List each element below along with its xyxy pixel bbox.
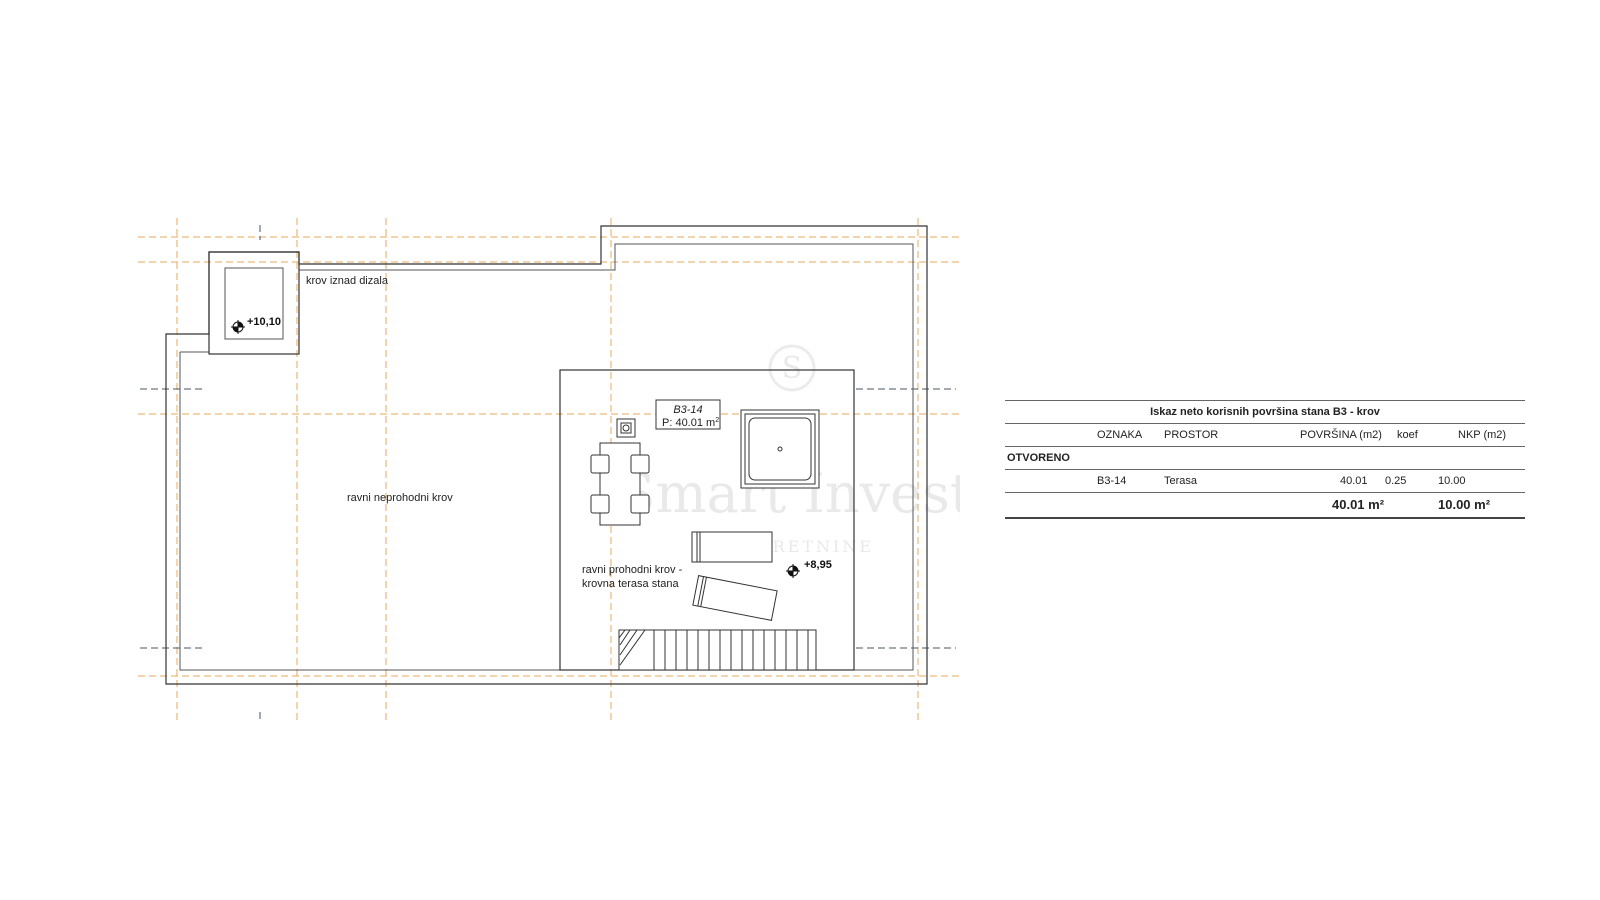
grid-axes	[138, 218, 960, 722]
elevation-lift: +10,10	[247, 316, 281, 328]
room-tag-area-sup: 2	[715, 417, 719, 424]
centerlines	[140, 225, 956, 722]
room-tag-code: B3-14	[673, 404, 702, 416]
room-tag-area: P: 40.01 m	[662, 417, 715, 429]
label-terrace-line1: ravni prohodni krov -	[582, 564, 683, 576]
floor-plan: S Smart Invest NEKRETNINE	[138, 218, 960, 722]
table-title: Iskaz neto korisnih površina stana B3 - …	[1150, 406, 1380, 418]
cell-prostor: Terasa	[1164, 475, 1198, 487]
lamp-fixture	[616, 418, 636, 438]
area-table: Iskaz neto korisnih površina stana B3 - …	[1005, 400, 1525, 519]
sun-lounger	[691, 531, 773, 563]
table-title-row: Iskaz neto korisnih površina stana B3 - …	[1005, 400, 1525, 424]
header-koef: koef	[1397, 429, 1418, 441]
header-nkp: NKP (m2)	[1458, 429, 1507, 441]
table-row: B3-14 Terasa 40.01 0.25 10.00	[1005, 470, 1525, 493]
cell-nkp: 10.00	[1438, 475, 1466, 487]
sun-lounger	[692, 575, 778, 621]
elevation-terrace: +8,95	[804, 559, 832, 571]
room-tag: B3-14 P: 40.01 m2	[655, 399, 721, 430]
header-oznaka: OZNAKA	[1097, 429, 1143, 441]
label-terrace-line2: krovna terasa stana	[582, 578, 679, 590]
table-section-row: OTVORENO	[1005, 447, 1525, 470]
dining-table	[590, 442, 650, 526]
header-prostor: PROSTOR	[1164, 429, 1219, 441]
cell-oznaka: B3-14	[1097, 475, 1127, 487]
elevation-marker-lift	[231, 320, 245, 334]
svg-text:S: S	[782, 351, 803, 386]
table-header-row: OZNAKA PROSTOR POVRŠINA (m2) koef NKP (m…	[1005, 424, 1525, 447]
header-povrsina: POVRŠINA (m2)	[1300, 429, 1382, 441]
section-label: OTVORENO	[1007, 452, 1070, 464]
total-nkp: 10.00 m²	[1438, 497, 1491, 512]
elevation-marker-terrace	[786, 564, 800, 578]
jacuzzi	[740, 409, 820, 489]
svg-text:P: 40.01 m2: P: 40.01 m2	[662, 417, 719, 429]
lift-shaft	[208, 251, 300, 355]
total-povrsina: 40.01 m²	[1332, 497, 1385, 512]
label-flat-roof: ravni neprohodni krov	[347, 492, 453, 504]
cell-povrsina: 40.01	[1340, 475, 1368, 487]
table-total-row: 40.01 m² 10.00 m²	[1005, 493, 1525, 519]
cell-koef: 0.25	[1385, 475, 1407, 487]
label-lift-roof: krov iznad dizala	[306, 275, 389, 287]
staircase	[618, 629, 817, 671]
